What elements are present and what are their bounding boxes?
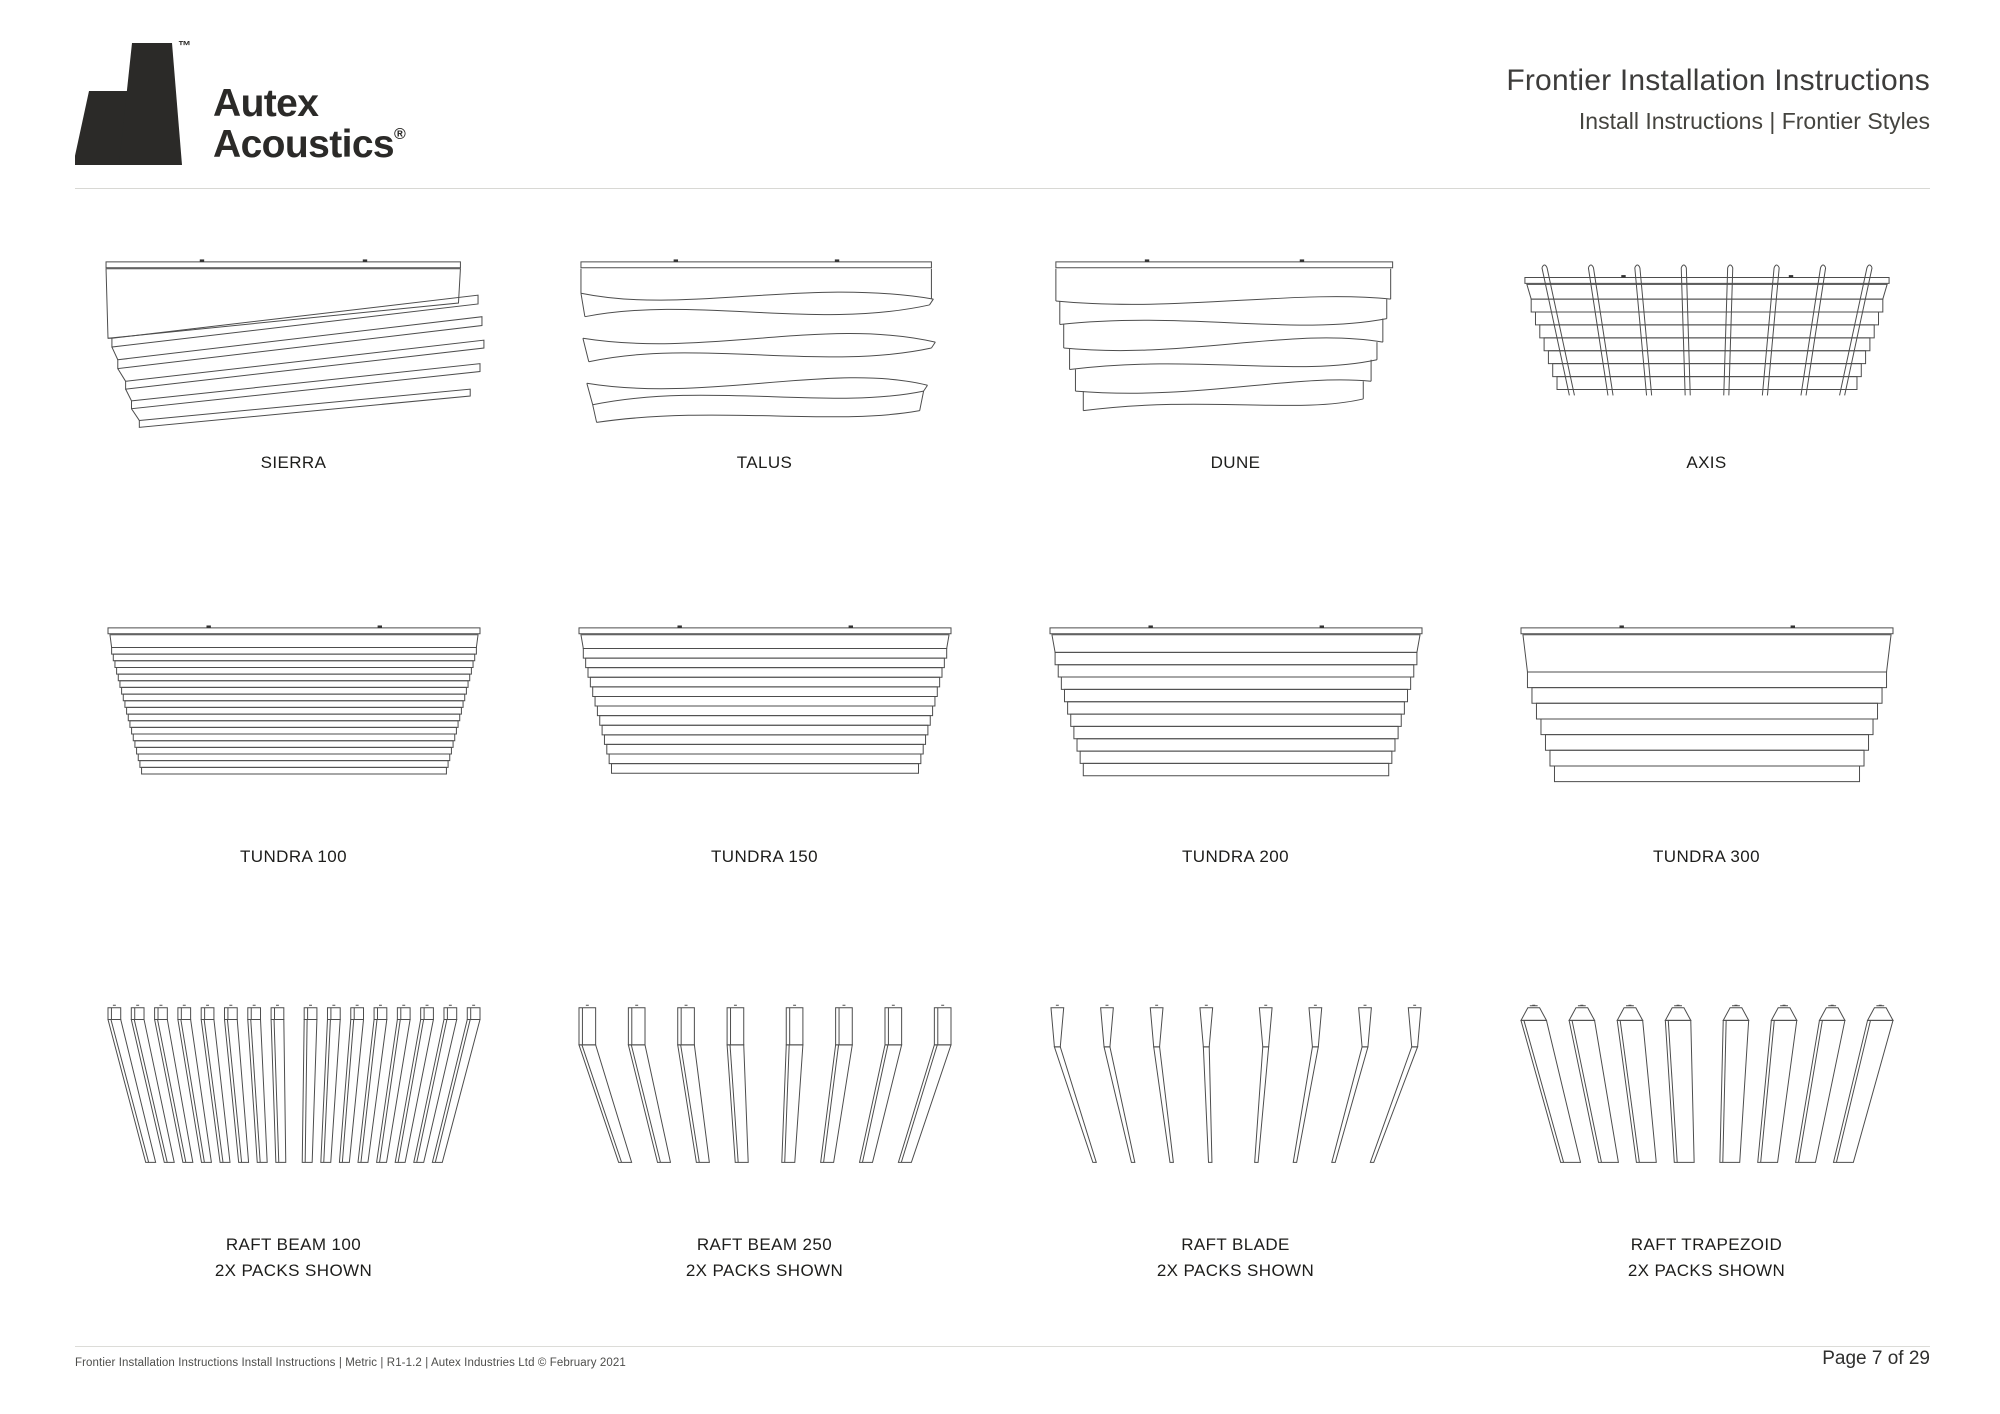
style-label: RAFT BLADE [1181,1235,1290,1254]
header-divider [75,188,1930,189]
style-card-dune: DUNE [1000,210,1471,600]
sierra-illustration [98,259,490,442]
autex-logomark-icon [75,43,182,165]
footer-divider [75,1346,1930,1347]
raft-beam-100-illustration [98,994,490,1180]
style-card-raft-beam-250: RAFT BEAM 250 2X PACKS SHOWN [529,990,1000,1370]
style-label: RAFT BEAM 250 [696,1235,833,1254]
style-label: TUNDRA 100 [240,847,347,866]
tundra-300-illustration [1511,625,1903,810]
dune-illustration [1040,259,1432,442]
style-note: 2X PACKS SHOWN [214,1261,373,1281]
styles-grid: SIERRA TALUS DUNE AXIS TUNDRA 100 TUNDRA… [58,210,1942,1370]
raft-blade-illustration [1040,994,1432,1180]
brand-line1: Autex [213,82,319,125]
tundra-150-illustration [569,625,961,810]
page-number: Page 7 of 29 [1822,1348,1930,1369]
style-label: DUNE [1210,453,1261,472]
page-title: Frontier Installation Instructions [1506,64,1930,97]
page-subtitle: Install Instructions | Frontier Styles [1578,108,1930,134]
style-card-tundra-300: TUNDRA 300 [1471,600,1942,990]
style-card-raft-beam-100: RAFT BEAM 100 2X PACKS SHOWN [58,990,529,1370]
style-card-tundra-200: TUNDRA 200 [1000,600,1471,990]
style-note: 2X PACKS SHOWN [1156,1261,1315,1281]
brand-line2: Acoustics [213,122,395,166]
style-card-raft-trapezoid: RAFT TRAPEZOID 2X PACKS SHOWN [1471,990,1942,1370]
style-card-tundra-150: TUNDRA 150 [529,600,1000,990]
style-label: TALUS [736,453,793,472]
style-card-axis: AXIS [1471,210,1942,600]
brand-logo: ™ Autex Acoustics® [75,38,406,170]
axis-illustration [1511,256,1903,442]
raft-beam-250-illustration [569,994,961,1180]
style-note: 2X PACKS SHOWN [1627,1261,1786,1281]
tundra-200-illustration [1040,625,1432,810]
footer-meta: Frontier Installation Instructions Insta… [75,1357,626,1369]
style-label: AXIS [1686,453,1727,472]
style-card-talus: TALUS [529,210,1000,600]
style-card-tundra-100: TUNDRA 100 [58,600,529,990]
header: ™ Autex Acoustics® Frontier Installation… [75,38,1930,170]
style-label: TUNDRA 150 [711,847,818,866]
style-label: RAFT BEAM 100 [225,1235,362,1254]
style-label: RAFT TRAPEZOID [1630,1235,1783,1254]
style-label: TUNDRA 300 [1653,847,1760,866]
brand-wordmark: Autex Acoustics® [213,82,406,166]
talus-illustration [569,259,961,442]
style-label: SIERRA [260,453,327,472]
style-card-sierra: SIERRA [58,210,529,600]
registered-symbol: ® [394,125,406,143]
style-label: TUNDRA 200 [1182,847,1289,866]
style-card-raft-blade: RAFT BLADE 2X PACKS SHOWN [1000,990,1471,1370]
tundra-100-illustration [98,625,490,810]
header-titles: Frontier Installation Instructions Insta… [1506,64,1930,170]
raft-trapezoid-illustration [1511,994,1903,1180]
trademark-symbol: ™ [178,38,191,53]
style-note: 2X PACKS SHOWN [685,1261,844,1281]
